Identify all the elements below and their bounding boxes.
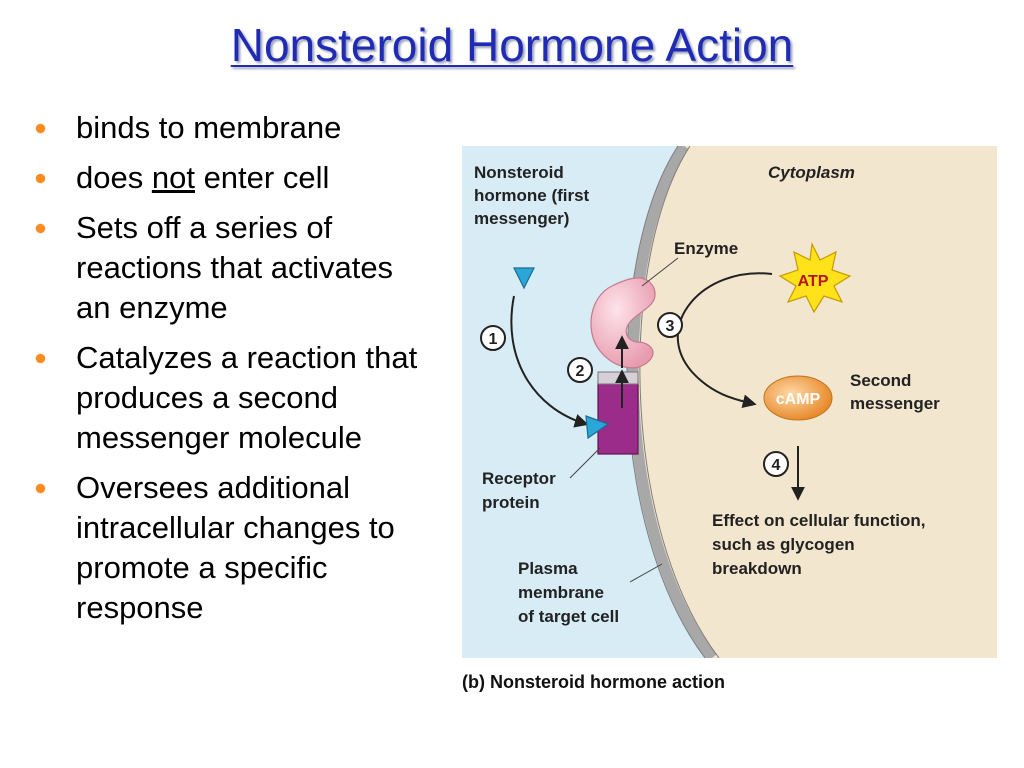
effect-label: Effect on cellular function,	[712, 511, 925, 530]
atp-label: ATP	[798, 273, 829, 290]
camp-molecule	[763, 375, 833, 421]
diagram-svg: Nonsteroid hormone (first messenger) 1 2…	[462, 146, 997, 658]
step-3-number: 3	[666, 318, 675, 335]
bullet-text: Oversees additional intracellular change…	[76, 470, 395, 625]
enzyme	[590, 277, 656, 369]
membrane-label: Plasma	[518, 559, 578, 578]
bullet-emphasis: not	[151, 160, 195, 195]
step-4-number: 4	[772, 457, 781, 474]
step-1-number: 1	[489, 331, 498, 348]
cytoplasm-label: Cytoplasm	[768, 163, 855, 182]
membrane-pointer	[629, 563, 663, 583]
membrane-label: of target cell	[518, 607, 619, 626]
effect-label: breakdown	[712, 559, 802, 578]
step-2-badge	[567, 357, 593, 383]
enzyme-label: Enzyme	[674, 239, 738, 258]
step-1-arrow	[510, 295, 589, 428]
bullet-dot-icon	[36, 124, 45, 133]
bullet-text: binds to membrane	[76, 110, 342, 145]
hormone-diagram: Nonsteroid hormone (first messenger) 1 2…	[462, 146, 997, 658]
bullet-item: Oversees additional intracellular change…	[36, 468, 436, 628]
hormone-label: messenger)	[474, 209, 569, 228]
bullet-text: enter cell	[194, 160, 330, 195]
second-messenger-label: Second	[850, 371, 911, 390]
bullet-item: binds to membrane	[36, 108, 436, 148]
enzyme-pointer	[641, 257, 679, 287]
bullet-text: Catalyzes a reaction that produces a sec…	[76, 340, 418, 455]
atp-star-icon	[778, 241, 852, 314]
figure-caption: (b) Nonsteroid hormone action	[462, 672, 725, 692]
second-messenger-label: messenger	[850, 394, 940, 413]
bullet-dot-icon	[36, 484, 45, 493]
bullet-item: Catalyzes a reaction that produces a sec…	[36, 338, 436, 458]
bullet-dot-icon	[36, 354, 45, 363]
slide-title: Nonsteroid Hormone Action	[230, 19, 794, 71]
receptor-protein	[597, 381, 639, 455]
step-4-badge	[763, 451, 789, 477]
bullet-item: Sets off a series of reactions that acti…	[36, 208, 436, 328]
hormone-label: hormone (first	[474, 186, 590, 205]
step-2-number: 2	[576, 363, 585, 380]
membrane-outline	[639, 146, 720, 658]
receptor-label: protein	[482, 493, 540, 512]
receptor-top	[597, 371, 639, 385]
hormone-label: Nonsteroid	[474, 163, 564, 182]
membrane-label: membrane	[518, 583, 604, 602]
step-1-badge	[480, 325, 506, 351]
bullet-text: Sets off a series of reactions that acti…	[76, 210, 394, 325]
bullet-dot-icon	[36, 174, 45, 183]
receptor-label: Receptor	[482, 469, 556, 488]
step-3-badge	[657, 312, 683, 338]
hormone-molecule-icon	[513, 267, 535, 290]
camp-label: cAMP	[776, 391, 821, 408]
effect-label: such as glycogen	[712, 535, 855, 554]
bullet-dot-icon	[36, 224, 45, 233]
bullet-list: binds to membrane does not enter cell Se…	[36, 108, 436, 638]
bullet-text: does	[76, 160, 152, 195]
bullet-item: does not enter cell	[36, 158, 436, 198]
step-3-arrow	[676, 272, 773, 409]
bound-hormone-icon	[585, 415, 610, 440]
receptor-pointer	[569, 447, 601, 479]
